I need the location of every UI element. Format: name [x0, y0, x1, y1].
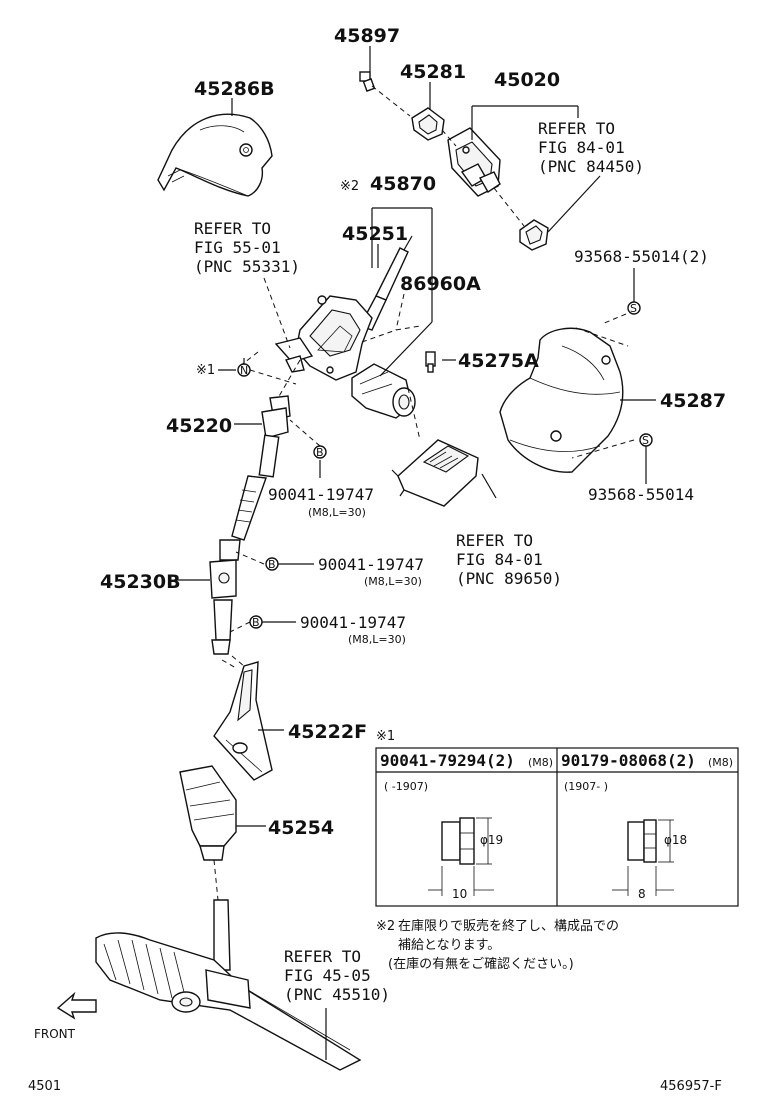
- label-screw-a[interactable]: 93568-55014(2): [574, 247, 709, 266]
- front-arrow-icon: [56, 991, 97, 1020]
- ref-89650-line-1: REFER TO: [456, 531, 533, 550]
- ref-45510-line-3: (PNC 45510): [284, 985, 390, 1004]
- screw-symbol-icon-1: [627, 301, 641, 315]
- ref-55331-line-3: (PNC 55331): [194, 257, 300, 276]
- table-col1-spec: (M8): [528, 756, 553, 769]
- part-45230b-yoke-drawing: [209, 539, 241, 655]
- ref-55331[interactable]: REFER TO FIG 55-01 (PNC 55331): [194, 219, 300, 276]
- leader-lines: [176, 46, 656, 1060]
- part-45286b-cover-drawing: [157, 113, 273, 197]
- table-title: ※1: [376, 729, 395, 744]
- label-bolt-c[interactable]: 90041-19747: [300, 613, 406, 632]
- table-col2-width: 8: [638, 887, 646, 901]
- screw-symbol-letter-2: S: [642, 434, 649, 447]
- label-45251[interactable]: 45251: [342, 223, 408, 245]
- label-45020[interactable]: 45020: [494, 69, 560, 91]
- table-col1-range: ( -1907): [384, 780, 428, 793]
- ref-55331-line-2: FIG 55-01: [194, 238, 281, 257]
- part-45281-ring-drawing: [411, 107, 445, 141]
- part-45287-cover-drawing: [499, 327, 624, 473]
- label-45222f[interactable]: 45222F: [288, 721, 367, 743]
- part-45870-column-drawing: [274, 235, 416, 419]
- label-bolt-c-spec: (M8,L=30): [348, 633, 406, 646]
- label-bolt-a[interactable]: 90041-19747: [268, 485, 374, 504]
- part-45254-boot-drawing: [179, 765, 237, 861]
- bolt-symbol-letter-3: B: [252, 616, 260, 629]
- screw-symbol-letter-1: S: [630, 302, 637, 315]
- label-45220[interactable]: 45220: [166, 415, 232, 437]
- note-line-1: 在庫限りで販売を終了し、構成品での: [398, 918, 619, 934]
- bolt-symbol-letter-2: B: [268, 558, 276, 571]
- part-45510-gear-drawing: [95, 899, 362, 1071]
- label-45275a[interactable]: 45275A: [458, 350, 539, 372]
- symbol-circles: [237, 301, 653, 629]
- part-45222f-plate-drawing: [213, 661, 273, 781]
- table-col1-diameter: φ19: [480, 833, 503, 847]
- ref-55331-line-1: REFER TO: [194, 219, 271, 238]
- ref-45510-line-2: FIG 45-05: [284, 966, 371, 985]
- label-45897[interactable]: 45897: [334, 25, 400, 47]
- screw-symbol-icon-2: [639, 433, 653, 447]
- part-45020-switch-drawing: [447, 127, 501, 197]
- note-line-2: 補給となります。: [398, 938, 500, 953]
- table-col2-range: (1907- ): [564, 780, 608, 793]
- label-bolt-b[interactable]: 90041-19747: [318, 555, 424, 574]
- bolt-symbol-icon-1: [313, 445, 327, 459]
- ref-89650-line-3: (PNC 89650): [456, 569, 562, 588]
- bolt-symbol-icon-2: [265, 557, 279, 571]
- label-45281[interactable]: 45281: [400, 61, 466, 83]
- label-45230b[interactable]: 45230B: [100, 571, 181, 593]
- part-45275a-bolt-drawing: [425, 351, 436, 373]
- footer-right-code: 456957-F: [660, 1079, 722, 1094]
- ref-89650-line-2: FIG 84-01: [456, 550, 543, 569]
- front-label: FRONT: [34, 1027, 76, 1041]
- nut-variant-table: ※1 90041-79294(2) (M8) 90179-08068(2) (M…: [375, 729, 739, 907]
- table-col2-part[interactable]: 90179-08068(2): [561, 751, 696, 770]
- label-86960a[interactable]: 86960A: [400, 273, 481, 295]
- bolt-symbol-icon-3: [249, 615, 263, 629]
- label-45870[interactable]: 45870: [370, 173, 436, 195]
- nut-symbol-icon: [237, 363, 251, 377]
- footer-left-code: 4501: [28, 1079, 61, 1094]
- table-col2-diameter: φ18: [664, 833, 687, 847]
- table-col2-nut-drawing: [612, 819, 674, 896]
- note-mark: ※2: [376, 919, 395, 934]
- part-89650-ecu-drawing: [391, 439, 479, 507]
- ref-45510-line-1: REFER TO: [284, 947, 361, 966]
- part-45220-shaft-drawing: [231, 395, 291, 541]
- mark-nut: ※1: [196, 363, 215, 378]
- ref-84450[interactable]: REFER TO FIG 84-01 (PNC 84450): [538, 119, 644, 176]
- ref-89650[interactable]: REFER TO FIG 84-01 (PNC 89650): [456, 531, 562, 588]
- label-45286b[interactable]: 45286B: [194, 78, 275, 100]
- mark-45870: ※2: [340, 179, 359, 194]
- table-col2-spec: (M8): [708, 756, 733, 769]
- label-bolt-a-spec: (M8,L=30): [308, 506, 366, 519]
- table-col1-nut-drawing: [428, 817, 494, 896]
- ref-84450-line-2: FIG 84-01: [538, 138, 625, 157]
- discontinued-note: ※2 在庫限りで販売を終了し、構成品での 補給となります。 (在庫の有無をご確認…: [376, 918, 619, 972]
- table-col1-width: 10: [452, 887, 467, 901]
- ref-84450-line-1: REFER TO: [538, 119, 615, 138]
- part-45897-bolt-drawing: [359, 71, 376, 92]
- bolt-symbol-letter-1: B: [316, 446, 324, 459]
- nut-symbol-letter: N: [240, 364, 248, 377]
- ref-45510[interactable]: REFER TO FIG 45-05 (PNC 45510): [284, 947, 390, 1004]
- label-45287[interactable]: 45287: [660, 390, 726, 412]
- table-col1-part[interactable]: 90041-79294(2): [380, 751, 515, 770]
- ref-84450-line-3: (PNC 84450): [538, 157, 644, 176]
- note-line-3: (在庫の有無をご確認ください。): [388, 956, 574, 972]
- label-screw-b[interactable]: 93568-55014: [588, 485, 694, 504]
- part-84450-sensor-drawing: [519, 219, 549, 251]
- label-45254[interactable]: 45254: [268, 817, 334, 839]
- label-bolt-b-spec: (M8,L=30): [364, 575, 422, 588]
